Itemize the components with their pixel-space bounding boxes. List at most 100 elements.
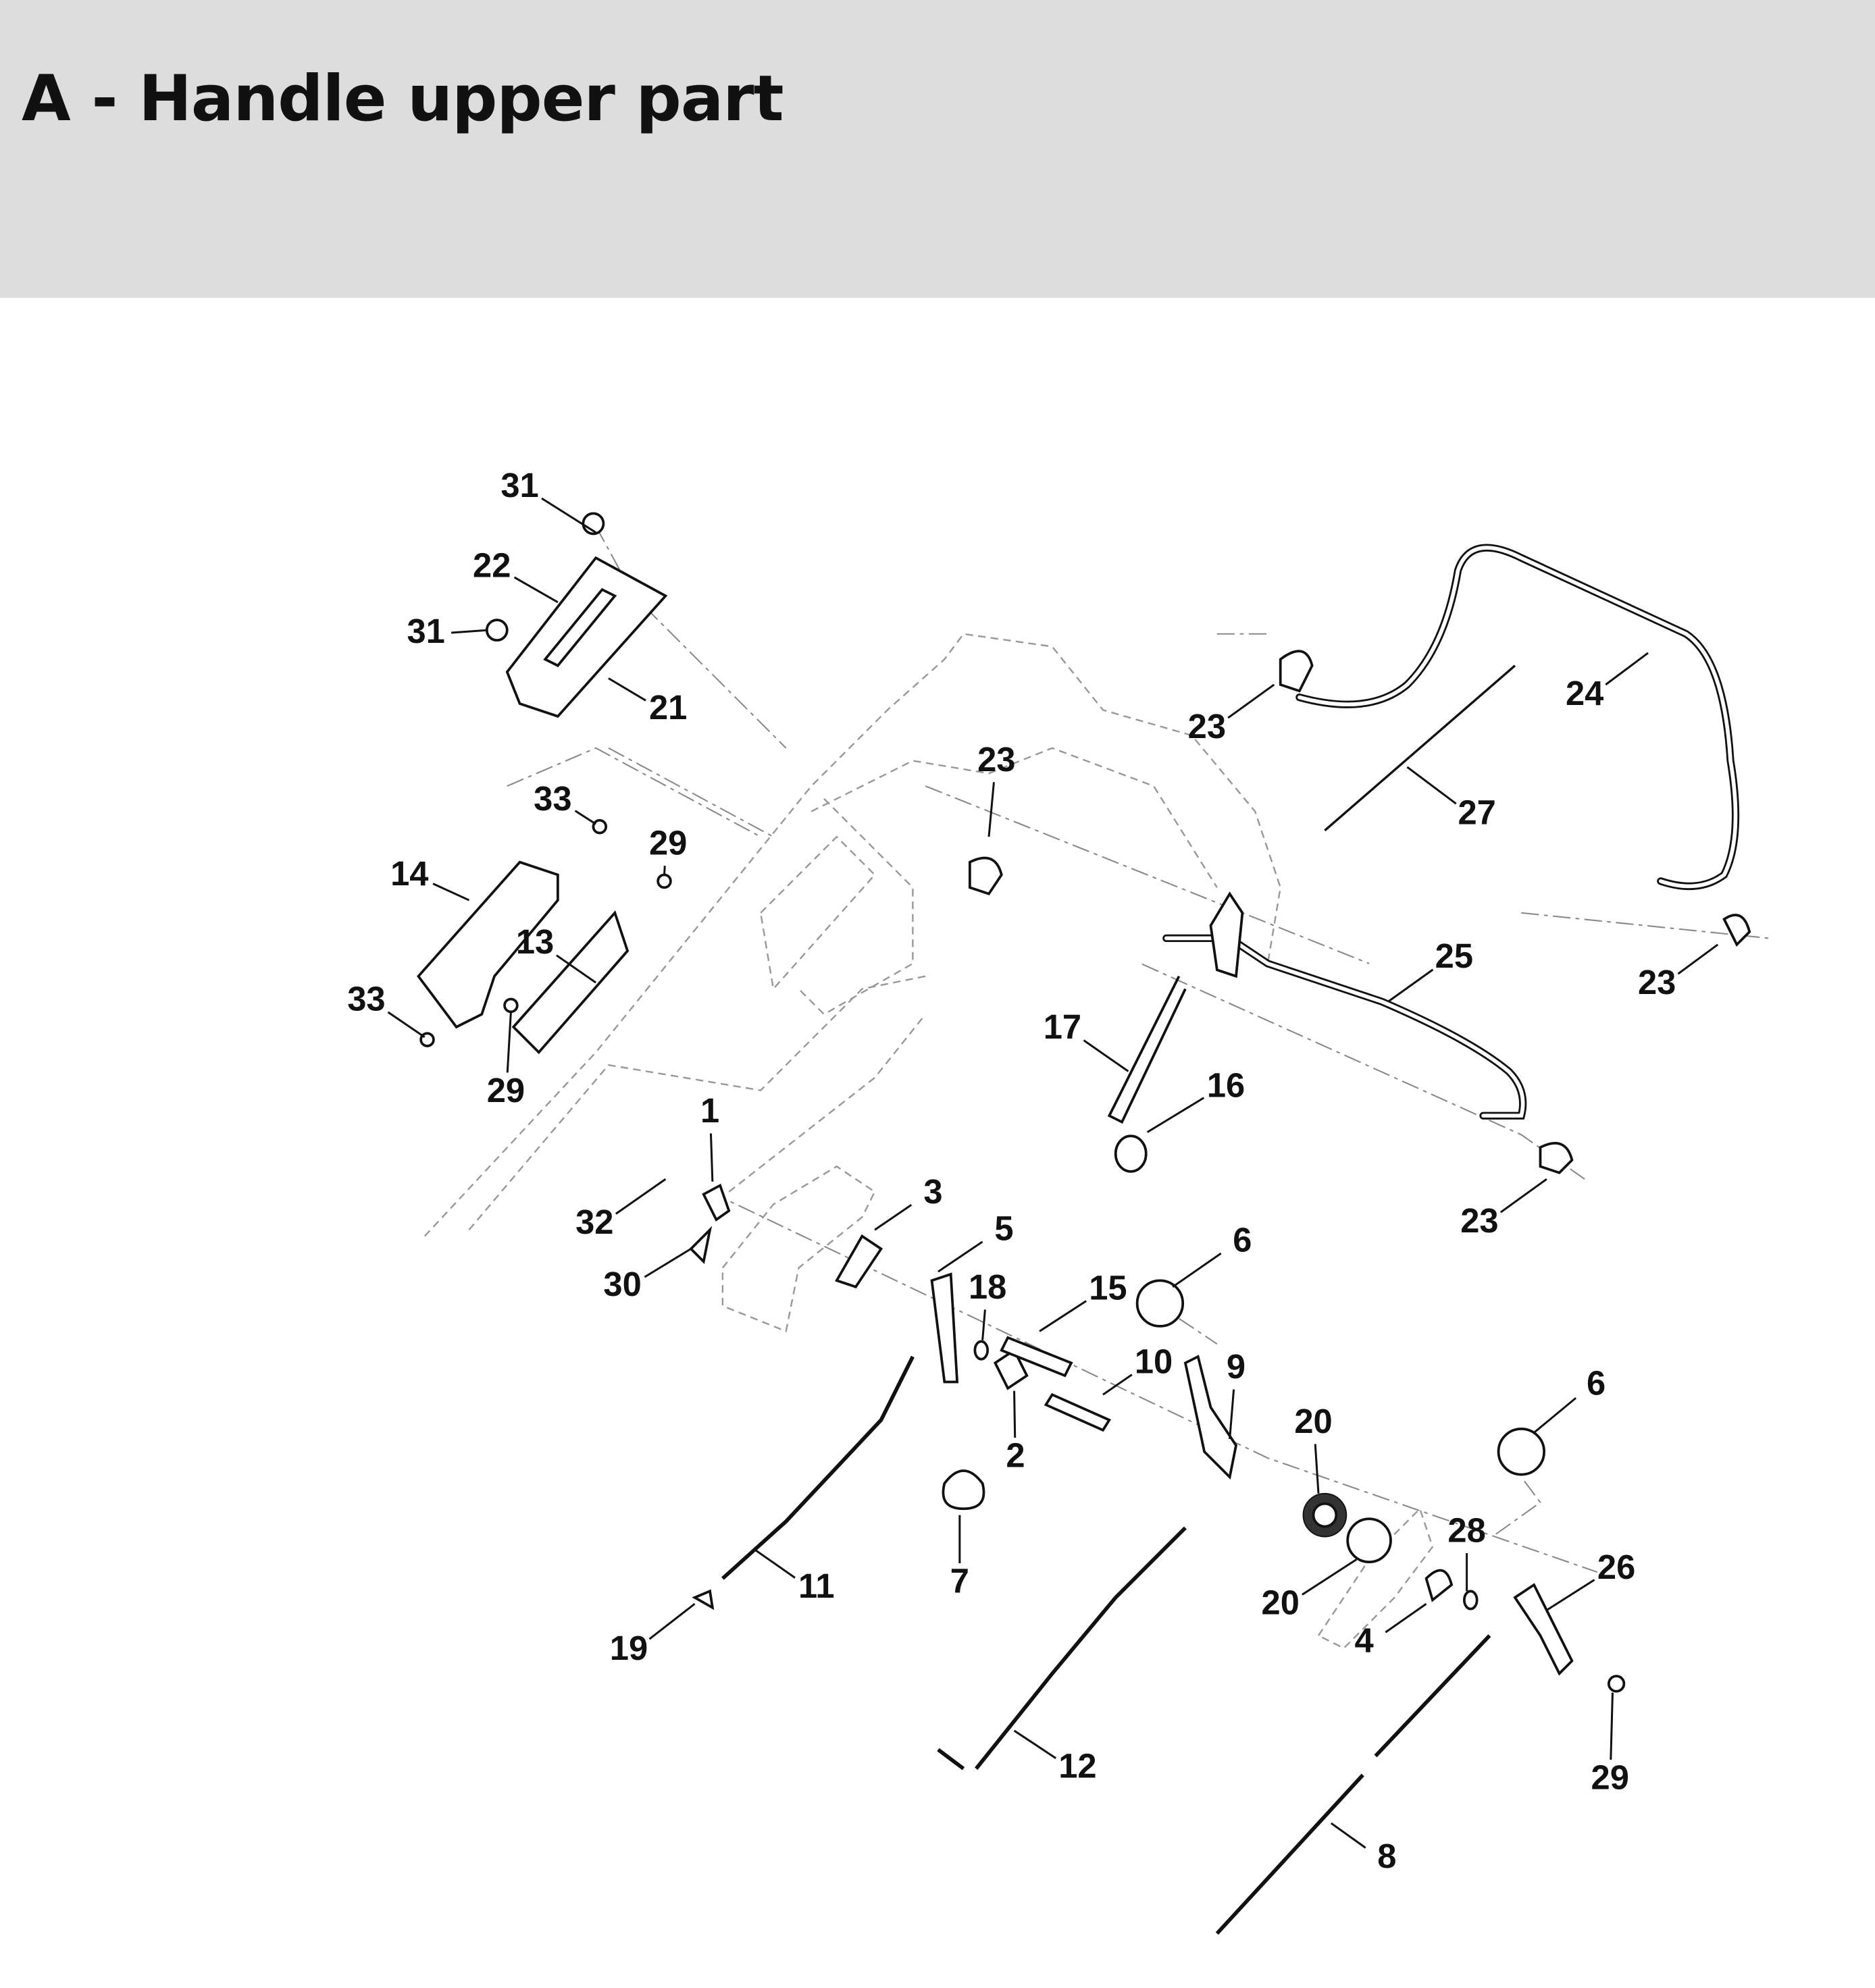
- part-number-label: 33: [534, 779, 571, 818]
- leader-line: [1677, 943, 1719, 975]
- leader-line: [1385, 1602, 1427, 1633]
- part-number-label: 6: [1233, 1220, 1252, 1259]
- leader-line: [1013, 1390, 1017, 1438]
- leader-line: [981, 1309, 986, 1340]
- clip-23: [968, 856, 1003, 895]
- part-number-label: 19: [610, 1629, 648, 1667]
- leader-line: [1083, 1039, 1129, 1072]
- leader-line: [1499, 1178, 1547, 1213]
- part-number-label: 30: [603, 1265, 641, 1303]
- part-number-label: 3: [923, 1172, 942, 1211]
- part-number-label: 24: [1566, 674, 1603, 712]
- leader-line: [709, 1133, 714, 1182]
- leader-line: [1610, 1692, 1614, 1760]
- leader-line: [574, 810, 596, 825]
- leader-line: [451, 629, 488, 634]
- part-number-label: 2: [1006, 1436, 1025, 1475]
- leader-line: [874, 1204, 913, 1231]
- part-number-label: 1: [700, 1091, 719, 1130]
- leader-line: [608, 677, 646, 702]
- leader-lines: [387, 497, 1719, 1849]
- part-number-label: 33: [347, 980, 385, 1018]
- leader-line: [1330, 1822, 1366, 1849]
- part-number-label: 29: [1591, 1758, 1629, 1796]
- leader-line: [1406, 766, 1457, 805]
- part-number-label: 31: [407, 612, 444, 650]
- part-number-label: 25: [1435, 937, 1473, 975]
- part-number-label: 16: [1207, 1066, 1245, 1104]
- leader-line: [1013, 1729, 1057, 1759]
- leader-line: [1314, 1444, 1320, 1494]
- part-number-label: 20: [1294, 1402, 1332, 1440]
- part-number-label: 21: [649, 688, 687, 727]
- knob-6: [1497, 1428, 1545, 1476]
- part-number-label: 27: [1458, 793, 1495, 832]
- leader-line: [1387, 968, 1434, 1003]
- part-number-label: 13: [516, 922, 554, 961]
- leader-line: [1229, 1389, 1235, 1440]
- leader-line: [506, 1012, 512, 1073]
- part-number-label: 20: [1262, 1583, 1300, 1621]
- leader-line: [644, 1248, 692, 1278]
- part-number-label: 28: [1447, 1511, 1485, 1549]
- part-number-label: 14: [390, 854, 428, 893]
- plug-icon: [485, 619, 509, 642]
- part-number-label: 8: [1377, 1837, 1396, 1875]
- leader-line: [753, 1548, 796, 1579]
- part-number-label: 18: [969, 1267, 1006, 1306]
- clip-23: [1279, 650, 1314, 693]
- part-number-label: 26: [1597, 1548, 1635, 1586]
- part-number-label: 10: [1135, 1342, 1173, 1381]
- page-title: A - Handle upper part: [22, 62, 784, 136]
- leader-line: [1302, 1559, 1358, 1596]
- knob-7: [942, 1469, 985, 1511]
- leader-line: [1172, 1252, 1222, 1288]
- parts: [416, 512, 1751, 1935]
- part-number-label: 5: [994, 1209, 1013, 1247]
- leader-line: [432, 883, 470, 901]
- leader-line: [1146, 1097, 1205, 1133]
- leader-line: [987, 782, 995, 837]
- washer-16: [1114, 1134, 1148, 1173]
- leader-line: [1546, 1579, 1595, 1611]
- bracket-right: [511, 910, 630, 1055]
- clip-23: [1722, 914, 1751, 947]
- leader-line: [1039, 1300, 1087, 1332]
- leader-line: [1605, 652, 1649, 686]
- leader-line: [541, 497, 596, 533]
- leader-line: [1533, 1397, 1577, 1434]
- bracket-left: [416, 860, 559, 1029]
- leader-line: [615, 1178, 667, 1215]
- part-number-label: 12: [1058, 1747, 1096, 1785]
- leader-line: [1227, 683, 1275, 719]
- leader-line: [513, 576, 559, 604]
- leader-line: [387, 1011, 426, 1039]
- part-number-label: 6: [1587, 1364, 1606, 1403]
- part-number-label: 4: [1355, 1621, 1374, 1660]
- leader-line: [556, 954, 597, 984]
- bail-bar: [1295, 544, 1740, 890]
- part-number-label: 29: [649, 824, 687, 862]
- part-number-label: 15: [1089, 1269, 1127, 1307]
- header-bar: A - Handle upper part: [0, 0, 1875, 298]
- leader-line: [648, 1602, 696, 1640]
- part-number-label: 17: [1044, 1008, 1081, 1046]
- part-number-label: 23: [1188, 707, 1226, 746]
- knob-6: [1135, 1279, 1185, 1328]
- part-number-label: 23: [1638, 963, 1676, 1001]
- part-number-label: 23: [977, 740, 1015, 779]
- clip-23: [1539, 1142, 1574, 1174]
- part-number-label: 23: [1460, 1201, 1498, 1240]
- part-number-label: 7: [950, 1561, 969, 1600]
- cover-plate: [505, 556, 668, 718]
- part-number-label: 32: [575, 1203, 613, 1241]
- part-number-label: 9: [1227, 1347, 1245, 1386]
- part-number-label: 22: [473, 546, 511, 585]
- leader-line: [938, 1240, 983, 1273]
- part-number-label: 29: [487, 1071, 525, 1109]
- part-number-label: 31: [500, 466, 538, 504]
- part-number-label: 11: [798, 1567, 835, 1605]
- leader-line: [1102, 1374, 1133, 1396]
